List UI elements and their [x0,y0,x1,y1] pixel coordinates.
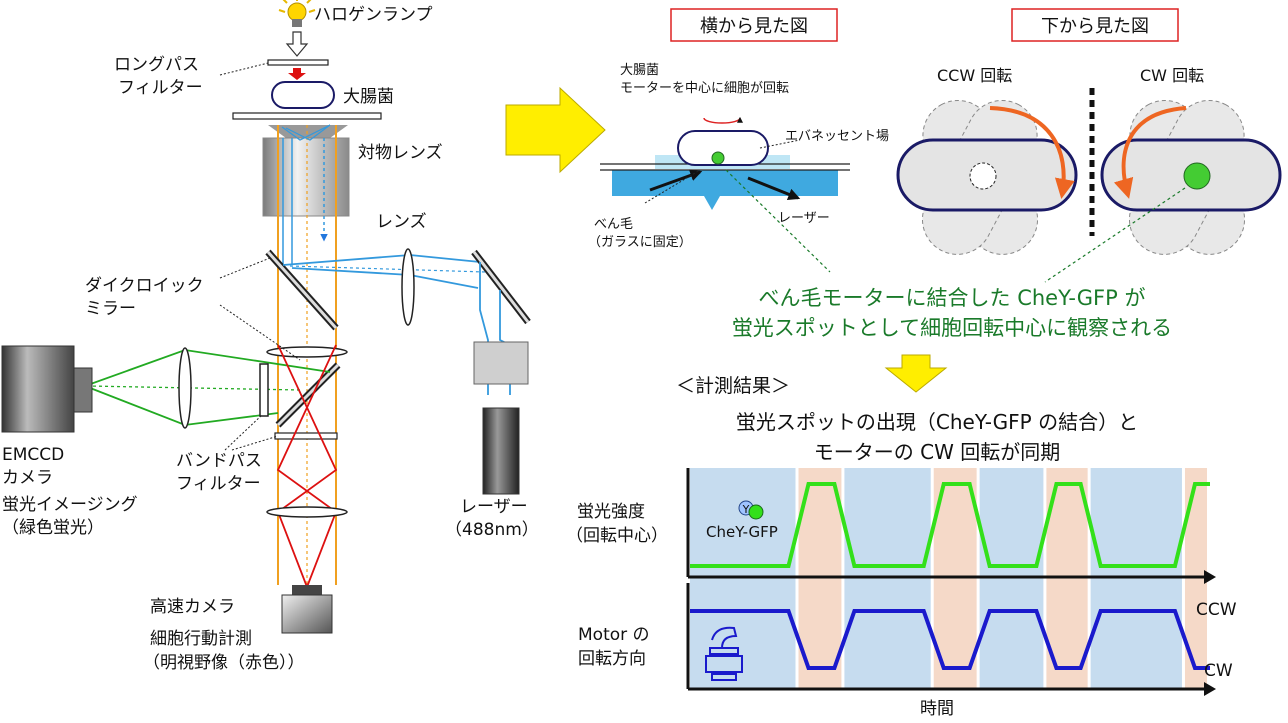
label-emccd-3: 蛍光イメージング [2,495,138,515]
band-ccw [1090,468,1182,690]
label-lens: レンズ [376,212,427,232]
side-view-ecoli: 大腸菌 [620,63,659,78]
result-heading: ＜計測結果＞ [676,375,790,397]
fluorescence-ylabel-1: 蛍光強度 [577,502,645,522]
label-emccd-1: EMCCD [2,445,64,465]
label-bandpass-1: バンドパス [176,451,262,471]
motor-icon [705,626,743,681]
label-longpass-1: ロングパス [114,55,199,75]
chey-gfp-icon: Y [738,500,764,520]
big-arrow-icon [505,86,606,174]
label-bandpass-2: フィルター [176,474,261,494]
level-label-cw: CW [1204,661,1233,681]
side-view-evanescent: エバネッセント場 [785,129,889,144]
bottom-view-cw: CW 回転 [1140,66,1204,85]
label-objective: 対物レンズ [358,143,443,163]
side-view-rotation: モーターを中心に細胞が回転 [620,81,789,96]
down-arrow-icon [884,354,948,393]
side-view-flagellum-1: べん毛 [594,217,633,232]
chart-axes [686,468,1216,696]
fluorescence-trace [690,482,1210,568]
band-ccw [979,468,1044,690]
result-summary-1: 蛍光スポットの出現（CheY-GFP の結合）と [736,410,1138,434]
caption-line-1: べん毛モーターに結合した CheY-GFP が [759,286,1146,310]
label-dichroic-2: ミラー [85,299,136,319]
label-highspeed-3: （明視野像（赤色）） [143,653,305,673]
label-emccd-2: カメラ [2,468,53,488]
bulb-icon [278,0,316,27]
fluorescence-ylabel-2: （回転中心） [566,526,668,546]
motor-trace [690,609,1210,670]
svg-text:Y: Y [742,503,750,516]
band-cw [1184,468,1207,690]
result-summary-2: モーターの CW 回転が同期 [814,440,1060,464]
band-cw [798,468,842,690]
label-laser-2: （488nm） [445,520,539,540]
band-cw [933,468,977,690]
side-view-laser: レーザー [778,211,830,226]
label-emccd-4: （緑色蛍光） [2,518,104,538]
side-view-title: 横から見た図 [700,16,808,37]
side-view [600,116,850,273]
caption-line-2: 蛍光スポットとして細胞回転中心に観察される [732,316,1172,340]
band-ccw [844,468,931,690]
chey-gfp-label: CheY-GFP [706,523,778,541]
motor-ylabel-2: 回転方向 [578,649,646,669]
side-view-flagellum-2: （ガラスに固定） [588,235,692,250]
label-dichroic-1: ダイクロイック [85,276,204,296]
label-highspeed-2: 細胞行動計測 [150,629,252,649]
x-axis-label: 時間 [920,699,954,719]
label-laser-1: レーザー [460,497,528,517]
chart: Y [686,468,1216,696]
bottom-view-title-box [1011,8,1179,42]
label-halogen: ハロゲンランプ [314,5,433,25]
motor-ylabel-1: Motor の [578,625,650,645]
longpass-leader [219,62,269,76]
label-longpass-2: フィルター [118,78,203,98]
side-view-title-box [670,8,838,42]
bottom-view [896,88,1282,283]
bottom-view-ccw: CCW 回転 [937,66,1012,85]
label-ecoli: 大腸菌 [343,87,394,107]
label-highspeed-1: 高速カメラ [150,597,235,617]
bottom-view-title: 下から見た図 [1041,16,1149,37]
optical-setup [1,0,531,634]
level-label-ccw: CCW [1196,600,1237,620]
